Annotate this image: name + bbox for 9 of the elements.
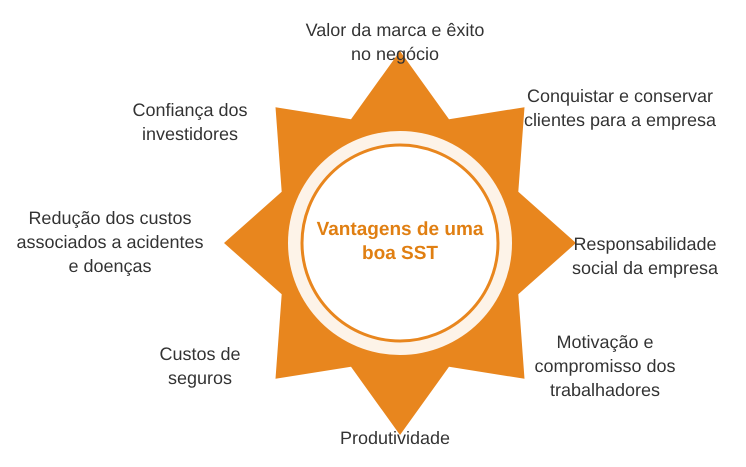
benefit-label: Confiança dos investidores	[131, 99, 249, 146]
benefit-label: Responsabilidade social da empresa	[570, 233, 720, 280]
benefit-label: Produtividade	[338, 427, 452, 450]
center-title: Vantagens de uma boa SST	[316, 218, 484, 266]
benefit-label: Valor da marca e êxito no negócio	[304, 19, 486, 66]
benefit-label: Motivação e compromisso dos trabalhadores	[533, 331, 677, 402]
benefit-label: Custos de seguros	[158, 343, 242, 390]
benefit-label: Redução dos custos associados a acidentes e doenças	[15, 207, 205, 278]
benefit-label: Conquistar e conservar clientes para a empresa	[522, 85, 718, 132]
